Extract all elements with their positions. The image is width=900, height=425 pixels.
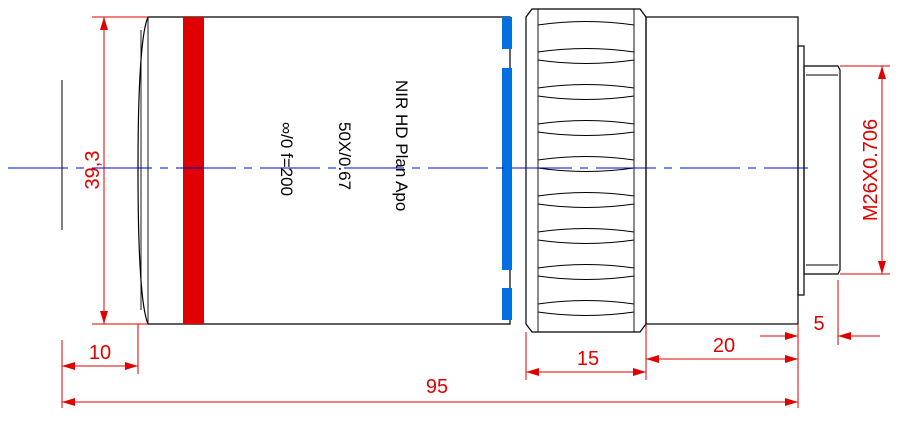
mounting-thread <box>803 65 841 275</box>
dimension-total-length-label: 95 <box>426 376 448 398</box>
mounting-flange <box>797 45 805 296</box>
engraving-line-3: ∞/0 f=200 <box>277 122 296 196</box>
dimension-thread-label: M26X0.706 <box>860 119 882 221</box>
blue-band-segments <box>502 17 512 320</box>
dimension-total-length: 95 <box>62 376 798 406</box>
dimension-knurl-width-label: 15 <box>577 348 599 370</box>
dimension-rear-body-label: 20 <box>713 335 735 357</box>
dimension-thread-length-label: 5 <box>813 313 824 335</box>
dimension-knurl-width: 15 <box>526 348 646 376</box>
dimension-thread-length: 5 <box>760 313 880 340</box>
rear-body <box>645 16 799 325</box>
dimension-front-section: 10 <box>62 342 138 370</box>
engraving-line-2: 50X/0.67 <box>335 122 354 190</box>
engraving-line-1: NIR HD Plan Apo <box>392 80 411 211</box>
dimension-diameter: 39,3 <box>82 16 148 325</box>
magnification-color-band <box>183 17 204 324</box>
objective-body <box>137 16 511 325</box>
dimension-thread: M26X0.706 <box>840 65 890 275</box>
dimension-diameter-label: 39,3 <box>82 151 104 190</box>
knurled-ring <box>525 8 647 333</box>
dimension-rear-body: 20 <box>646 335 798 363</box>
dimension-front-section-label: 10 <box>89 342 111 364</box>
engraving-text: NIR HD Plan Apo 50X/0.67 ∞/0 f=200 <box>277 80 411 211</box>
